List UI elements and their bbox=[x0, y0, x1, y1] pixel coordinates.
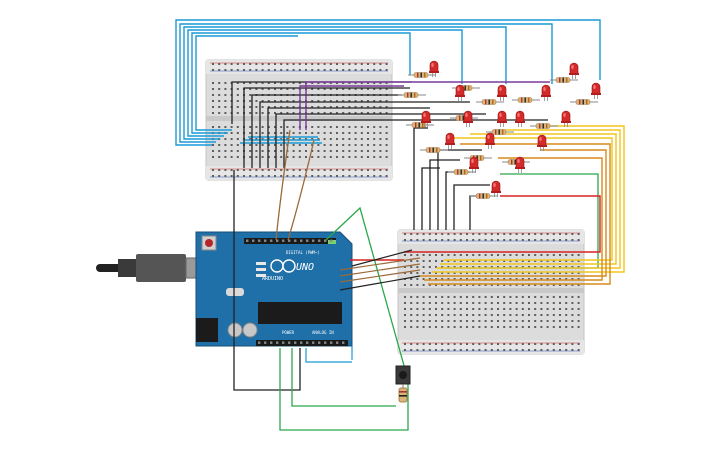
header-pin[interactable] bbox=[246, 239, 249, 242]
header-pin[interactable] bbox=[342, 341, 345, 344]
header-pin[interactable] bbox=[336, 341, 339, 344]
purple-wires[interactable] bbox=[299, 81, 550, 130]
led[interactable] bbox=[421, 110, 431, 127]
resistor[interactable] bbox=[530, 123, 558, 129]
header-pin[interactable] bbox=[282, 239, 285, 242]
board-brand: ARDUINO bbox=[262, 276, 283, 282]
header-pin[interactable] bbox=[288, 239, 291, 242]
data-wires[interactable] bbox=[305, 249, 421, 363]
crystal bbox=[226, 288, 244, 296]
header-pin[interactable] bbox=[330, 239, 333, 242]
led[interactable] bbox=[515, 110, 525, 127]
button-resistor bbox=[398, 384, 408, 403]
resistor[interactable] bbox=[398, 92, 426, 98]
resistor[interactable] bbox=[408, 72, 436, 78]
arduino-uno-board[interactable]: ARDUINO UNO DIGITAL (PWM~) POWER ANALOG … bbox=[195, 231, 353, 347]
led[interactable] bbox=[541, 84, 551, 101]
capacitor-2 bbox=[242, 322, 258, 338]
led[interactable] bbox=[491, 180, 501, 197]
push-button-cap bbox=[399, 371, 407, 379]
header-pin[interactable] bbox=[288, 341, 291, 344]
header-pin[interactable] bbox=[318, 239, 321, 242]
reset-button-cap bbox=[205, 239, 213, 247]
header-pin[interactable] bbox=[324, 239, 327, 242]
led[interactable] bbox=[497, 84, 507, 101]
header-pin[interactable] bbox=[294, 239, 297, 242]
resistor[interactable] bbox=[448, 169, 476, 175]
header-pin[interactable] bbox=[312, 239, 315, 242]
digital-label: DIGITAL (PWM~) bbox=[286, 250, 320, 255]
resistor[interactable] bbox=[406, 122, 434, 128]
header-pin[interactable] bbox=[330, 341, 333, 344]
led[interactable] bbox=[445, 132, 455, 149]
header-pin[interactable] bbox=[258, 239, 261, 242]
resistor[interactable] bbox=[476, 99, 504, 105]
power-label: POWER bbox=[282, 330, 295, 335]
yellow-wires[interactable] bbox=[432, 125, 625, 273]
power-jack bbox=[196, 318, 218, 342]
header-pin[interactable] bbox=[300, 239, 303, 242]
analog-label: ANALOG IN bbox=[312, 330, 334, 335]
resistor[interactable] bbox=[512, 97, 540, 103]
led[interactable] bbox=[429, 60, 439, 77]
header-pin[interactable] bbox=[324, 341, 327, 344]
header-pin[interactable] bbox=[270, 239, 273, 242]
right-breadboard[interactable] bbox=[397, 229, 585, 355]
header-pin[interactable] bbox=[300, 341, 303, 344]
header-pin[interactable] bbox=[306, 341, 309, 344]
resistor[interactable] bbox=[570, 99, 598, 105]
header-pin[interactable] bbox=[276, 239, 279, 242]
resistor[interactable] bbox=[550, 77, 578, 83]
led[interactable] bbox=[497, 110, 507, 127]
header-pin[interactable] bbox=[258, 341, 261, 344]
header-pin[interactable] bbox=[270, 341, 273, 344]
led[interactable] bbox=[561, 110, 571, 127]
led[interactable] bbox=[485, 132, 495, 149]
led[interactable] bbox=[515, 156, 525, 173]
resistors bbox=[398, 72, 598, 199]
leds bbox=[421, 60, 601, 197]
led[interactable] bbox=[469, 156, 479, 173]
resistor[interactable] bbox=[486, 129, 514, 135]
led[interactable] bbox=[537, 134, 547, 151]
header-pin[interactable] bbox=[276, 341, 279, 344]
usb-cable bbox=[96, 254, 213, 282]
header-pin[interactable] bbox=[252, 239, 255, 242]
push-button[interactable] bbox=[395, 365, 411, 385]
header-pin[interactable] bbox=[294, 341, 297, 344]
led[interactable] bbox=[463, 110, 473, 127]
led[interactable] bbox=[569, 62, 579, 79]
resistor[interactable] bbox=[470, 193, 498, 199]
power-led bbox=[328, 240, 336, 244]
header-pin[interactable] bbox=[264, 341, 267, 344]
led[interactable] bbox=[455, 84, 465, 101]
red-wires[interactable] bbox=[350, 195, 601, 261]
capacitor-1 bbox=[227, 322, 243, 338]
header-pin[interactable] bbox=[306, 239, 309, 242]
header-pin[interactable] bbox=[264, 239, 267, 242]
header-pin[interactable] bbox=[282, 341, 285, 344]
brown-wires[interactable] bbox=[275, 129, 315, 241]
header-pin[interactable] bbox=[312, 341, 315, 344]
resistor[interactable] bbox=[420, 147, 448, 153]
board-model: UNO bbox=[296, 262, 314, 273]
header-pin[interactable] bbox=[318, 341, 321, 344]
orange-wires[interactable] bbox=[420, 143, 611, 285]
atmega-chip bbox=[258, 302, 342, 324]
led[interactable] bbox=[591, 82, 601, 99]
